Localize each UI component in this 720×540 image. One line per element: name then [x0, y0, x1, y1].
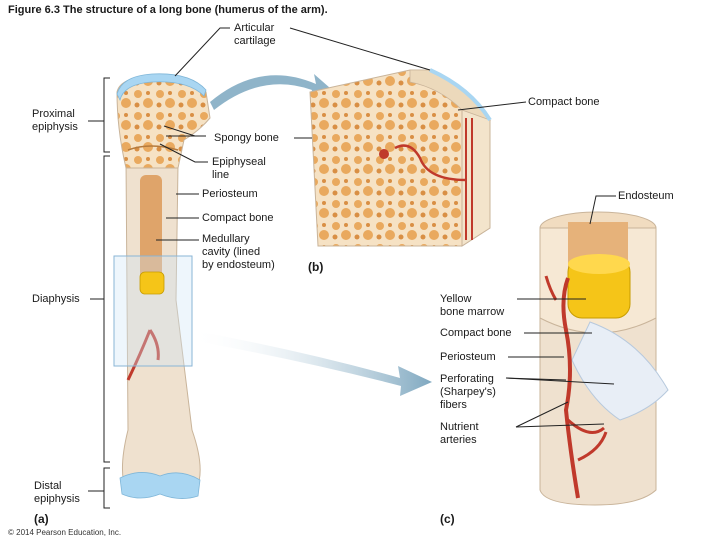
label-distal-epiphysis: Distal epiphysis	[34, 480, 80, 505]
leader-lines-c	[505, 195, 616, 428]
label-periosteum-a: Periosteum	[202, 188, 258, 200]
label-endosteum: Endosteum	[618, 190, 674, 202]
label-compact-bone-c: Compact bone	[440, 327, 512, 339]
label-articular-cartilage: Articular cartilage	[234, 22, 276, 47]
label-proximal-epiphysis: Proximal epiphysis	[32, 108, 78, 133]
label-medullary-cavity: Medullary cavity (lined by endosteum)	[202, 233, 275, 271]
label-perforating-fibers: Perforating (Sharpey's) fibers	[440, 373, 496, 411]
label-spongy-bone: Spongy bone	[214, 132, 279, 144]
shaft-cross-section	[539, 211, 669, 506]
panel-label-c: (c)	[440, 512, 455, 526]
label-diaphysis: Diaphysis	[32, 293, 80, 305]
spongy-bone-block	[309, 68, 492, 247]
copyright-credit: © 2014 Pearson Education, Inc.	[8, 528, 122, 537]
leader-lines-b	[289, 27, 527, 139]
arrow-to-c	[190, 330, 432, 396]
leader-lines-a	[156, 27, 230, 241]
label-periosteum-c: Periosteum	[440, 351, 496, 363]
region-brackets	[88, 77, 110, 509]
figure-title: Figure 6.3 The structure of a long bone …	[8, 4, 328, 16]
label-compact-bone-b: Compact bone	[528, 96, 600, 108]
panel-label-a: (a)	[34, 512, 49, 526]
label-compact-bone-a: Compact bone	[202, 212, 274, 224]
arrow-to-b	[210, 74, 330, 110]
label-epiphyseal-line: Epiphyseal line	[212, 156, 266, 181]
label-yellow-bone-marrow: Yellow bone marrow	[440, 293, 505, 318]
label-nutrient-arteries: Nutrient arteries	[440, 421, 479, 446]
humerus-whole-bone	[113, 73, 211, 499]
panel-label-b: (b)	[308, 260, 324, 274]
